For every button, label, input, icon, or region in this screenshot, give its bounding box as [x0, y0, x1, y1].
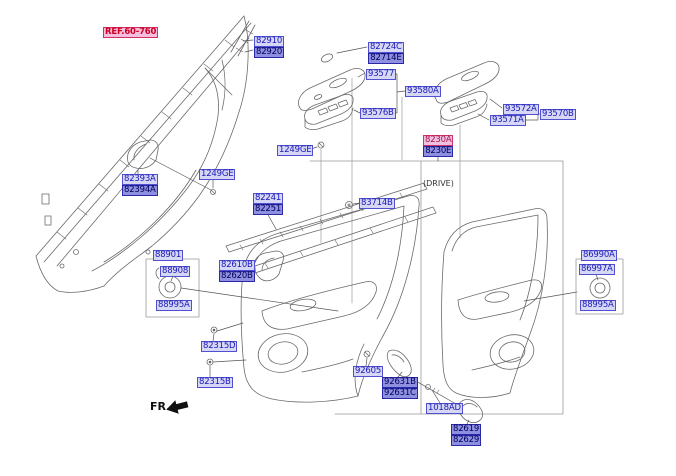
part-label-82241-82251: 82241 82251: [253, 193, 284, 215]
part-label-88995a-left: 88995A: [156, 300, 192, 311]
part-link-1249ge-lower[interactable]: 1249GE: [199, 169, 236, 180]
part-label-88901: 88901: [153, 250, 184, 261]
part-link-82394a[interactable]: 82394A: [122, 185, 158, 196]
part-link-88908[interactable]: 88908: [160, 266, 191, 277]
part-label-93571a: 93571A: [490, 115, 526, 126]
part-link-86997a[interactable]: 86997A: [579, 264, 615, 275]
part-link-93572a[interactable]: 93572A: [503, 104, 539, 115]
part-label-82610b-82620b: 82610B 82620B: [219, 260, 255, 282]
part-link-88995a-left[interactable]: 88995A: [156, 300, 192, 311]
part-label-86997a: 86997A: [579, 264, 615, 275]
part-link-93576b[interactable]: 93576B: [360, 108, 396, 119]
part-link-8230e[interactable]: 8230E: [423, 146, 454, 157]
part-label-1249ge-upper: 1249GE: [277, 145, 314, 156]
part-label-92631b-92631c: 92631B 92631C: [382, 377, 418, 399]
part-link-92631b[interactable]: 92631B: [382, 377, 418, 388]
fr-arrow-icon: [166, 400, 189, 414]
part-link-88901[interactable]: 88901: [153, 250, 184, 261]
part-label-88908: 88908: [160, 266, 191, 277]
fr-indicator: FR.: [150, 400, 171, 413]
drive-zone-box: [309, 155, 564, 415]
part-link-82910[interactable]: 82910: [254, 36, 285, 47]
part-link-1249ge-upper[interactable]: 1249GE: [277, 145, 314, 156]
part-link-82714e[interactable]: 82714E: [368, 53, 404, 64]
screw-1249ge-upper: [307, 141, 325, 244]
part-link-92631c[interactable]: 92631C: [382, 388, 418, 399]
part-label-ref-60-760: REF.60-760: [103, 27, 159, 38]
part-link-82724c[interactable]: 82724C: [368, 42, 404, 53]
part-link-86990a[interactable]: 86990A: [581, 250, 617, 261]
part-label-1249ge-lower: 1249GE: [199, 169, 236, 180]
part-link-93571a[interactable]: 93571A: [490, 115, 526, 126]
part-label-92605: 92605: [353, 366, 384, 377]
window-channel-strip: [230, 20, 256, 57]
front-door-trim-panel-left: [240, 195, 420, 403]
door-grip-handle: [127, 139, 216, 195]
part-label-82393a-82394a: 82393A 82394A: [122, 174, 158, 196]
part-link-82619[interactable]: 82619: [451, 424, 482, 435]
part-label-93570b: 93570B: [540, 109, 576, 120]
part-link-8230a[interactable]: 8230A: [423, 135, 454, 146]
part-link-82620b[interactable]: 82620B: [219, 271, 255, 282]
part-link-82629[interactable]: 82629: [451, 435, 482, 446]
part-link-82393a[interactable]: 82393A: [122, 174, 158, 185]
ref-link-60-760[interactable]: REF.60-760: [103, 27, 159, 38]
part-label-82724c-82714e: 82724C 82714E: [368, 42, 404, 64]
part-link-82241[interactable]: 82241: [253, 193, 284, 204]
part-label-93580a: 93580A: [405, 86, 441, 97]
part-label-82315b: 82315B: [197, 377, 233, 388]
part-label-93572a: 93572A: [503, 104, 539, 115]
part-link-82315b[interactable]: 82315B: [197, 377, 233, 388]
part-link-88995a-right[interactable]: 88995A: [580, 300, 616, 311]
part-link-82920[interactable]: 82920: [254, 47, 285, 58]
part-link-93577[interactable]: 93577: [366, 69, 397, 80]
part-label-93577: 93577: [366, 69, 397, 80]
part-link-93580a[interactable]: 93580A: [405, 86, 441, 97]
drive-zone-label: (DRIVE): [423, 179, 454, 188]
power-window-switch-right: [401, 61, 541, 239]
part-label-82315d: 82315D: [201, 341, 238, 352]
part-label-83714b: 83714B: [359, 198, 395, 209]
part-link-92605[interactable]: 92605: [353, 366, 384, 377]
part-label-93576b: 93576B: [360, 108, 396, 119]
part-label-8230a-8230e: 8230A 8230E: [423, 135, 454, 157]
part-link-82315d[interactable]: 82315D: [201, 341, 238, 352]
part-label-1018ad: 1018AD: [426, 403, 463, 414]
part-link-93570b[interactable]: 93570B: [540, 109, 576, 120]
part-link-82251[interactable]: 82251: [253, 204, 284, 215]
trim-clip-82724: [320, 46, 368, 304]
part-label-86990a: 86990A: [581, 250, 617, 261]
part-link-82610b[interactable]: 82610B: [219, 260, 255, 271]
part-label-88995a-right: 88995A: [580, 300, 616, 311]
mounting-clips: [206, 322, 247, 378]
part-label-82619-82629: 82619 82629: [451, 424, 482, 446]
courtesy-lamp: [363, 349, 412, 378]
front-door-trim-panel-drive: [441, 208, 578, 398]
part-label-82910-82920: 82910 82920: [254, 36, 285, 58]
part-link-1018ad[interactable]: 1018AD: [426, 403, 463, 414]
door-frame-drawing: [35, 15, 252, 293]
part-link-83714b[interactable]: 83714B: [359, 198, 395, 209]
